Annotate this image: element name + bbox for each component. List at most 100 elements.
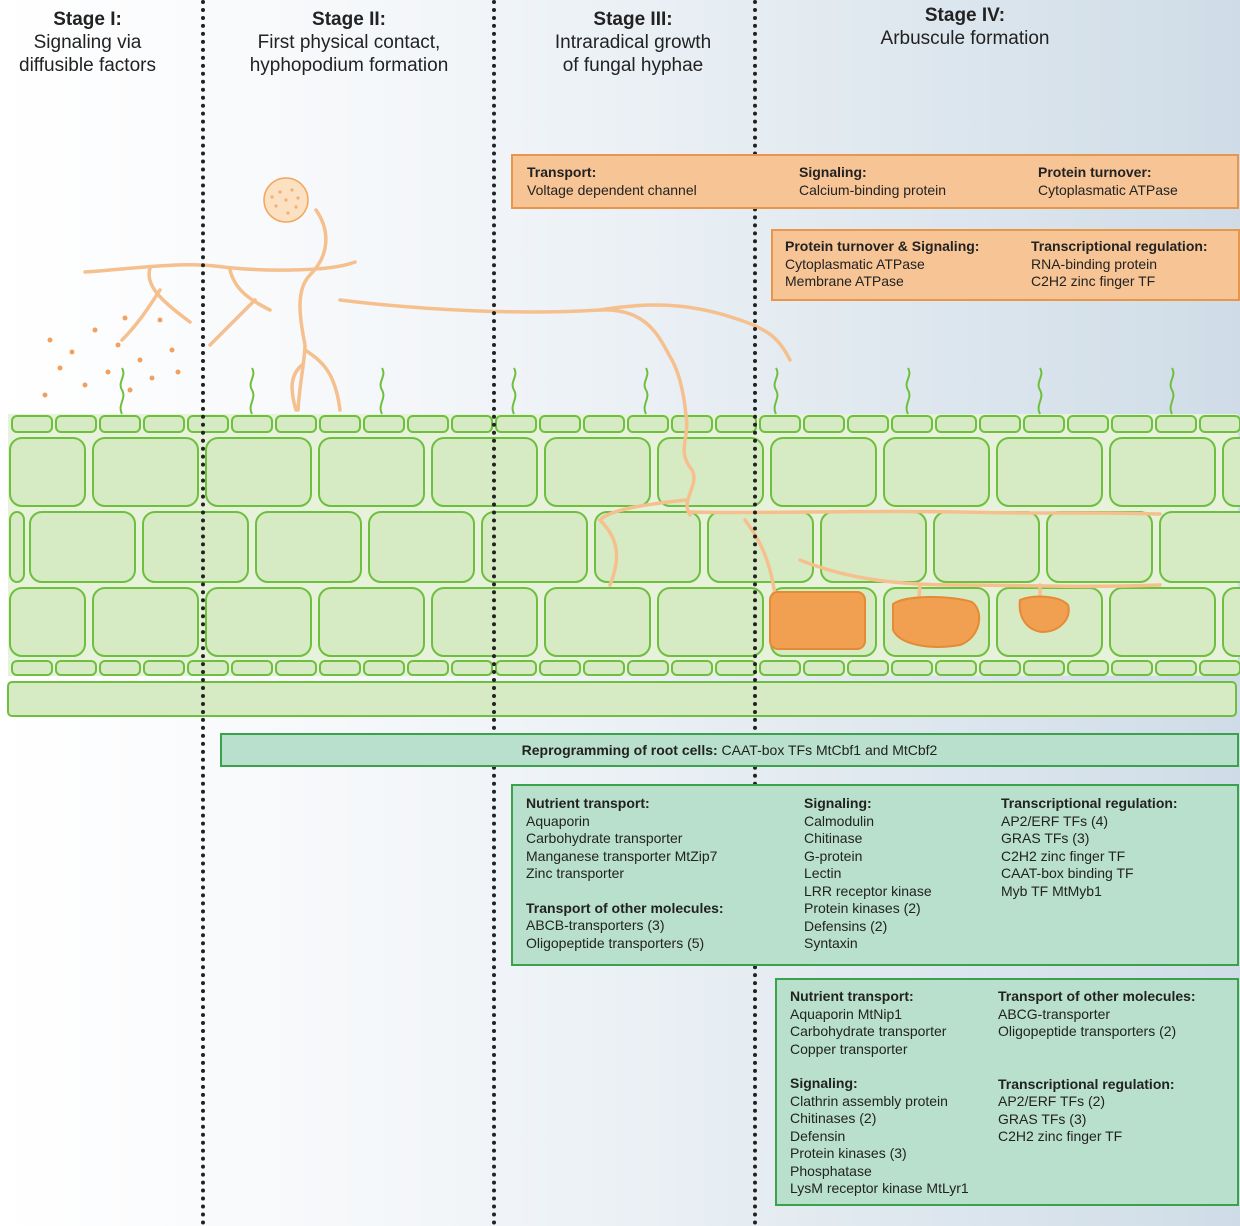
stage-3-header: Stage III: Intraradical growth of fungal… [528, 8, 738, 77]
cortex-cell [368, 511, 475, 583]
stage-3-line: of fungal hyphae [562, 55, 704, 76]
gb1-signaling-item: Calmodulin [804, 812, 875, 829]
epidermis-cell [671, 415, 713, 433]
fungal-hyphae [83, 208, 1162, 612]
stage-1-title: Stage I: [53, 9, 122, 30]
cortex-cell [205, 437, 312, 507]
epidermis-cell [1023, 415, 1065, 433]
stage-2-title: Stage II: [312, 9, 386, 30]
gb2-signaling-item: LysM receptor kinase MtLyr1 [790, 1180, 969, 1196]
gb2-left: Nutrient transport: Aquaporin MtNip1 Car… [790, 988, 969, 1198]
epidermis-cell [99, 415, 141, 433]
ob1-signaling: Signaling: Calcium-binding protein [799, 164, 946, 199]
epidermis-cell [1067, 415, 1109, 433]
ob1-signaling-heading: Signaling: [799, 164, 867, 180]
cortex-cell [996, 437, 1103, 507]
gb2-other-heading: Transport of other molecules: [998, 988, 1196, 1004]
stage-2-header: Stage II: First physical contact, hyphop… [230, 8, 468, 77]
gb1-signaling-item: Syntaxin [804, 935, 858, 951]
endodermis-cell [231, 660, 273, 676]
epidermis-cell [407, 415, 449, 433]
cortex-cell [318, 437, 425, 507]
gb2-signaling-item: Protein kinases (3) [790, 1145, 907, 1161]
gb2-signaling-item: Phosphatase [790, 1162, 872, 1179]
stage-divider-3 [753, 0, 757, 1226]
cortex-cell [255, 511, 362, 583]
gb1-signaling-heading: Signaling: [804, 795, 872, 811]
cortex-cell [1222, 437, 1240, 507]
ob1-turnover-heading: Protein turnover: [1038, 164, 1152, 180]
endodermis-cell [451, 660, 493, 676]
endodermis-cell [275, 660, 317, 676]
cortex-cell [142, 511, 249, 583]
gb1-transcription-item: CAAT-box binding TF [1001, 865, 1134, 881]
endodermis-cell [363, 660, 405, 676]
gb1-nutrient: Nutrient transport: Aquaporin Carbohydra… [526, 795, 724, 952]
gb1-other-item: ABCB-transporters (3) [526, 917, 665, 933]
epidermis-cell [363, 415, 405, 433]
gb1-nutrient-item: Carbohydrate transporter [526, 830, 683, 846]
stage-4-title: Stage IV: [924, 5, 1006, 26]
orange-box-2: Protein turnover & Signaling: Cytoplasma… [771, 229, 1240, 301]
reprogramming-box: Reprogramming of root cells: CAAT-box TF… [220, 733, 1239, 767]
cortex-cell [544, 437, 651, 507]
root-hair [905, 367, 911, 415]
reprogramming-heading: Reprogramming of root cells: [521, 742, 718, 758]
epidermis-cell [319, 415, 361, 433]
ob2-transcription: Transcriptional regulation: RNA-binding … [1031, 238, 1208, 291]
gb2-other-item: Oligopeptide transporters (2) [998, 1023, 1177, 1039]
root-hair [249, 367, 255, 415]
endodermis-cell [1067, 660, 1109, 676]
gb2-nutrient-item: Copper transporter [790, 1040, 908, 1057]
reprogramming-text: CAAT-box TFs MtCbf1 and MtCbf2 [717, 742, 938, 758]
gb1-nutrient-item: Manganese transporter MtZip7 [526, 847, 718, 864]
gb1-transcription-heading: Transcriptional regulation: [1001, 795, 1178, 811]
endodermis-cell [187, 660, 229, 676]
cortex-cell [1222, 587, 1240, 657]
gb1-transcription-item: C2H2 zinc finger TF [1001, 847, 1126, 864]
gb1-nutrient-item: Zinc transporter [526, 865, 625, 881]
gb2-signaling-item: Chitinases (2) [790, 1110, 877, 1126]
ob1-transport: Transport: Voltage dependent channel [527, 164, 697, 199]
epidermis-cell [803, 415, 845, 433]
ob2-turnover-signaling: Protein turnover & Signaling: Cytoplasma… [785, 238, 979, 291]
stage-4-header: Stage IV: Arbuscule formation [855, 4, 1075, 50]
ob1-turnover: Protein turnover: Cytoplasmatic ATPase [1038, 164, 1178, 199]
epidermis-cell [847, 415, 889, 433]
root-hair [1037, 367, 1043, 415]
gb2-nutrient-heading: Nutrient transport: [790, 988, 914, 1004]
epidermis-cell [715, 415, 757, 433]
epidermis-cell [979, 415, 1021, 433]
root-cells [7, 367, 1240, 717]
epidermis-cell [891, 415, 933, 433]
endodermis-cell [11, 660, 53, 676]
stage-2-line: First physical contact, [257, 32, 441, 53]
endodermis-cell [407, 660, 449, 676]
cortex-cell [481, 511, 588, 583]
epidermis-cell [1155, 415, 1197, 433]
ob2-turnover-signaling-item: Membrane ATPase [785, 273, 904, 289]
cortex-cell [9, 437, 86, 507]
endodermis-cell [627, 660, 669, 676]
cortex-cell [431, 587, 538, 657]
cortex-cell [883, 437, 990, 507]
epidermis-cell [143, 415, 185, 433]
endodermis-cell [319, 660, 361, 676]
root-hair [119, 367, 125, 415]
arbuscules [769, 591, 1070, 650]
endodermis-cell [1155, 660, 1197, 676]
cortex-cell [9, 511, 25, 583]
vascular-band [7, 681, 1237, 717]
cortex-cell [544, 587, 651, 657]
cortex-cell [933, 511, 1040, 583]
gb1-nutrient-heading: Nutrient transport: [526, 795, 650, 811]
cortex-cell [431, 437, 538, 507]
cortex-cell [770, 437, 877, 507]
cortex-cell [594, 511, 701, 583]
gb2-nutrient-item: Carbohydrate transporter [790, 1023, 947, 1039]
gb2-signaling-item: Clathrin assembly protein [790, 1092, 948, 1109]
green-box-2: Nutrient transport: Aquaporin MtNip1 Car… [775, 978, 1239, 1206]
stage-1-line: Signaling via [33, 32, 142, 53]
green-box-1: Nutrient transport: Aquaporin Carbohydra… [511, 784, 1239, 966]
gb2-signaling-item: Defensin [790, 1127, 846, 1144]
